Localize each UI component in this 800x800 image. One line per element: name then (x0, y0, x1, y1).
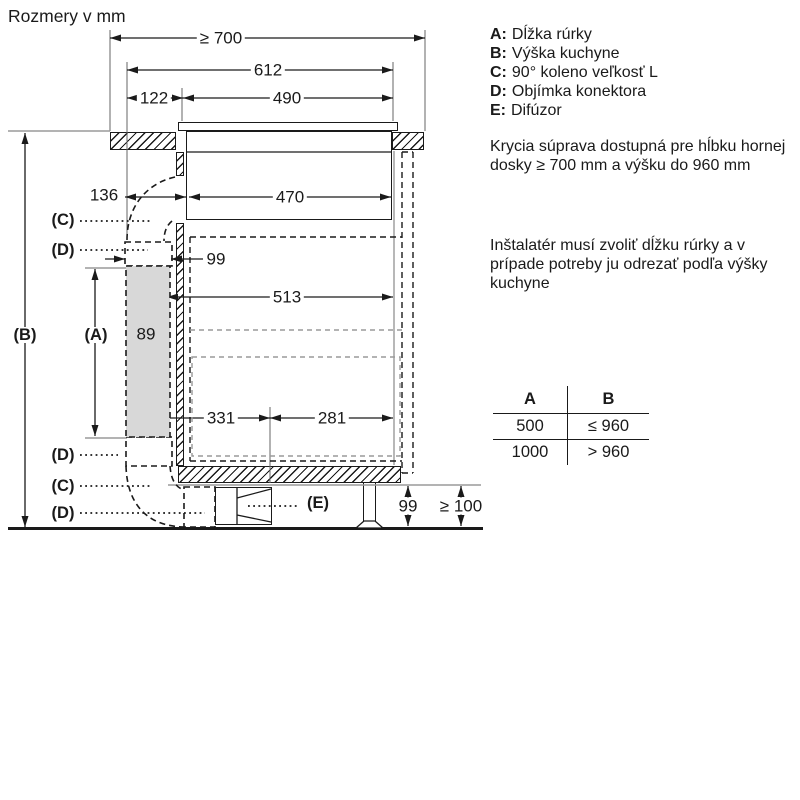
part-label-C-lower: (C) (49, 477, 77, 495)
dim-span-right-label: 281 (314, 409, 350, 427)
drawing-title: Rozmery v mm (8, 6, 126, 26)
notes-paragraph-2: Inštalatér musí zvoliť dĺžku rúrky a v p… (490, 237, 768, 292)
leader-dots (80, 220, 300, 514)
part-label-C-upper: (C) (49, 211, 77, 229)
part-label-B: (B) (11, 326, 39, 344)
legend-item-A: A:Dĺžka rúrky (490, 26, 592, 43)
dim-hob-width-label: 470 (272, 188, 308, 206)
countertop-right-section (392, 132, 424, 150)
spec-table-header-b: B (602, 390, 615, 408)
dim-min-depth-label: ≥ 700 (196, 29, 246, 47)
dim-cutout-width-label: 490 (269, 89, 305, 107)
dim-left-offset-label: 122 (136, 89, 172, 107)
diffuser-detail (236, 488, 272, 524)
reference-gray-lines (8, 130, 481, 486)
hob-top-plate (178, 122, 398, 131)
recirculation-space-edges (190, 329, 403, 457)
cabinet-leg (363, 483, 376, 523)
cabinet-panel-strip-upper (176, 152, 184, 176)
spec-table-header-a: A (493, 386, 568, 413)
duct-dashed-outline (124, 176, 216, 528)
floor-line (8, 527, 483, 530)
cabinet-bottom-panel (178, 466, 401, 483)
diffuser-body (215, 487, 272, 525)
leg-foot (354, 520, 385, 529)
part-label-D-middle: (D) (49, 446, 77, 464)
notes-paragraph-1: Krycia súprava dostupná pre hĺbku hornej… (490, 138, 786, 174)
legend-item-B: B:Výška kuchyne (490, 45, 620, 62)
dim-span-left-label: 331 (203, 409, 239, 427)
parts-legend: A:Dĺžka rúrky B:Výška kuchyne C:90° kole… (490, 25, 658, 120)
dim-duct-width-label: 89 (136, 324, 156, 344)
legend-item-E: E:Difúzor (490, 102, 562, 119)
duct-tube (125, 265, 171, 438)
dim-bottom-clearance-label: 99 (395, 497, 421, 515)
spec-table-header: A B (493, 386, 649, 413)
dim-floor-clearance-label: ≥ 100 (436, 497, 486, 515)
cabinet-panel-strip-main (176, 223, 184, 466)
spec-table-row: 1000 > 960 (493, 439, 649, 465)
dimension-lines (21, 34, 465, 527)
cabinet-hidden-edges (189, 151, 414, 474)
part-label-D-lower: (D) (49, 504, 77, 522)
dim-inner-width-label: 513 (269, 288, 305, 306)
spec-table: A B 500 ≤ 960 1000 > 960 (493, 386, 649, 465)
legend-item-C: C:90° koleno veľkosť L (490, 64, 658, 81)
part-label-A: (A) (82, 326, 110, 344)
dim-connector-width-label: 99 (206, 249, 226, 269)
legend-item-D: D:Objímka konektora (490, 83, 647, 100)
dim-top-width-label: 612 (250, 61, 286, 79)
part-label-D-upper: (D) (49, 241, 77, 259)
dim-elbow-clearance-label: 136 (89, 185, 119, 205)
spec-table-row: 500 ≤ 960 (493, 413, 649, 439)
part-label-E: (E) (305, 494, 331, 512)
